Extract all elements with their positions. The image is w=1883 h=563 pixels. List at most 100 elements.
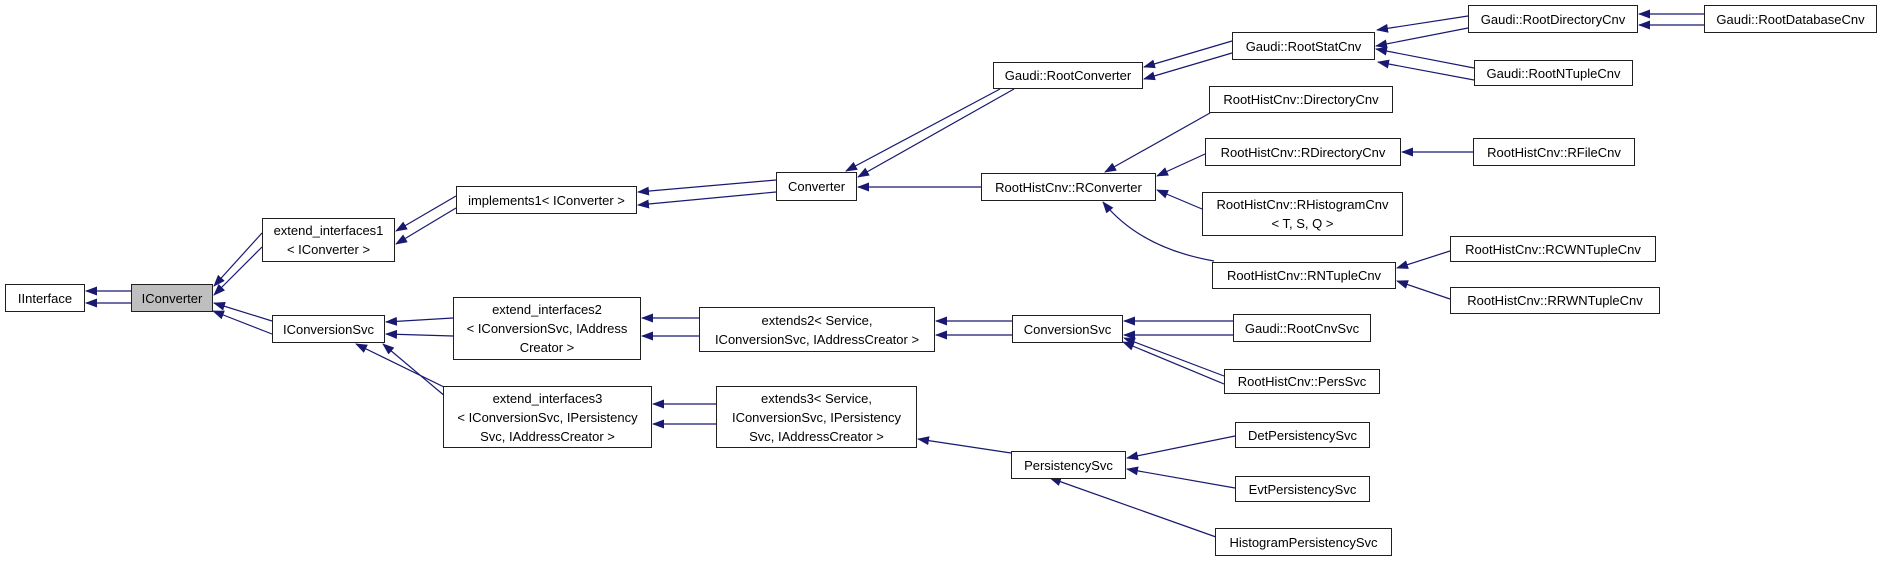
node-extend-interfaces1[interactable]: extend_interfaces1 < IConverter > bbox=[262, 218, 395, 262]
node-detpersistencysvc[interactable]: DetPersistencySvc bbox=[1235, 422, 1370, 448]
edge-roothistcnv-rhistogramcnv-to-roothistcnv-rconverter bbox=[1156, 189, 1203, 210]
node-conversionsvc[interactable]: ConversionSvc bbox=[1012, 315, 1123, 343]
node-evtpersistencysvc-label: EvtPersistencySvc bbox=[1248, 481, 1357, 497]
node-roothistcnv-rcwntuplecnv-label: RootHistCnv::RCWNTupleCnv bbox=[1465, 241, 1641, 257]
node-implements1-label: implements1< IConverter > bbox=[468, 192, 625, 208]
node-roothistcnv-perssvc[interactable]: RootHistCnv::PersSvc bbox=[1224, 369, 1380, 394]
edge-iconversionsvc-to-iconverter bbox=[212, 310, 273, 335]
node-gaudi-rootdirectorycnv[interactable]: Gaudi::RootDirectoryCnv bbox=[1468, 5, 1638, 33]
node-persistencysvc-label: PersistencySvc bbox=[1024, 457, 1113, 473]
node-extend-interfaces2-label: Creator > bbox=[519, 340, 575, 355]
node-gaudi-rootstatcnv-label: Gaudi::RootStatCnv bbox=[1245, 38, 1362, 54]
node-gaudi-rootcnvsvc[interactable]: Gaudi::RootCnvSvc bbox=[1233, 314, 1371, 342]
node-roothistcnv-rntuplecnv[interactable]: RootHistCnv::RNTupleCnv bbox=[1212, 262, 1396, 289]
node-roothistcnv-rrwntuplecnv[interactable]: RootHistCnv::RRWNTupleCnv bbox=[1450, 287, 1660, 314]
node-extends2-label: extends2< Service, bbox=[761, 312, 873, 328]
edge-roothistcnv-perssvc-to-conversionsvc bbox=[1123, 337, 1225, 377]
node-extend-interfaces1-label: < IConverter > bbox=[286, 242, 371, 257]
node-persistencysvc[interactable]: PersistencySvc bbox=[1011, 451, 1126, 479]
node-roothistcnv-rcwntuplecnv[interactable]: RootHistCnv::RCWNTupleCnv bbox=[1450, 236, 1656, 262]
node-roothistcnv-rconverter-label: RootHistCnv::RConverter bbox=[995, 179, 1142, 195]
edge-extend-interfaces1-to-iconverter bbox=[213, 246, 263, 296]
node-gaudi-rootconverter[interactable]: Gaudi::RootConverter bbox=[993, 62, 1143, 89]
node-extend-interfaces1-label: extend_interfaces1 bbox=[273, 223, 384, 238]
node-roothistcnv-rfilecnv[interactable]: RootHistCnv::RFileCnv bbox=[1473, 138, 1635, 166]
node-iconverter-label: IConverter bbox=[141, 290, 203, 306]
edge-implements1-to-extend-interfaces1 bbox=[395, 207, 457, 245]
node-iinterface-label: IInterface bbox=[17, 290, 73, 306]
node-extends3-label: extends3< Service, bbox=[761, 390, 872, 406]
edge-roothistcnv-rcwntuplecnv-to-roothistcnv-rntuplecnv bbox=[1396, 250, 1451, 269]
node-extends3-label: Svc, IAddressCreator > bbox=[749, 428, 884, 444]
node-roothistcnv-rhistogramcnv-label: RootHistCnv::RHistogramCnv bbox=[1216, 197, 1389, 212]
node-implements1[interactable]: implements1< IConverter > bbox=[456, 186, 637, 214]
edge-converter-to-implements1 bbox=[637, 191, 777, 209]
node-gaudi-rootdirectorycnv-label: Gaudi::RootDirectoryCnv bbox=[1480, 11, 1626, 27]
node-gaudi-rootntuplecnv[interactable]: Gaudi::RootNTupleCnv bbox=[1474, 60, 1633, 86]
node-gaudi-rootntuplecnv-label: Gaudi::RootNTupleCnv bbox=[1486, 65, 1621, 81]
node-roothistcnv-rntuplecnv-label: RootHistCnv::RNTupleCnv bbox=[1226, 268, 1382, 283]
edge-roothistcnv-rntuplecnv-to-roothistcnv-rconverter bbox=[1102, 201, 1215, 262]
edge-gaudi-rootdirectorycnv-to-gaudi-rootstatcnv bbox=[1375, 27, 1469, 49]
edge-extend-interfaces2-to-iconversionsvc bbox=[385, 316, 454, 326]
edge-histogrampersistencysvc-to-persistencysvc bbox=[1049, 477, 1217, 538]
node-iinterface[interactable]: IInterface bbox=[5, 284, 85, 312]
node-converter[interactable]: Converter bbox=[776, 172, 857, 201]
edge-extend-interfaces1-to-iconverter bbox=[213, 232, 263, 287]
edge-persistencysvc-to-extends3 bbox=[917, 436, 1012, 454]
node-roothistcnv-rdirectorycnv-label: RootHistCnv::RDirectoryCnv bbox=[1220, 144, 1386, 160]
node-roothistcnv-rfilecnv-label: RootHistCnv::RFileCnv bbox=[1487, 144, 1621, 160]
edge-roothistcnv-perssvc-to-conversionsvc bbox=[1122, 341, 1225, 385]
node-extend-interfaces3[interactable]: extend_interfaces3 < IConversionSvc, IPer… bbox=[443, 386, 652, 448]
node-roothistcnv-rconverter[interactable]: RootHistCnv::RConverter bbox=[981, 173, 1156, 201]
node-extends2-label: IConversionSvc, IAddressCreator > bbox=[714, 331, 920, 347]
node-iconversionsvc-label: IConversionSvc bbox=[282, 321, 375, 337]
node-roothistcnv-rhistogramcnv[interactable]: RootHistCnv::RHistogramCnv< T, S, Q > bbox=[1202, 192, 1403, 236]
node-histogrampersistencysvc[interactable]: HistogramPersistencySvc bbox=[1215, 528, 1392, 556]
edge-roothistcnv-rrwntuplecnv-to-roothistcnv-rntuplecnv bbox=[1396, 280, 1451, 300]
edge-gaudi-rootconverter-to-converter bbox=[857, 88, 1015, 178]
node-histogrampersistencysvc-label: HistogramPersistencySvc bbox=[1229, 534, 1378, 550]
node-extend-interfaces2-label: extend_interfaces2 bbox=[492, 302, 602, 317]
edge-extend-interfaces2-to-iconversionsvc bbox=[385, 329, 454, 339]
node-roothistcnv-rdirectorycnv[interactable]: RootHistCnv::RDirectoryCnv bbox=[1205, 138, 1401, 166]
node-detpersistencysvc-label: DetPersistencySvc bbox=[1247, 427, 1358, 443]
node-extend-interfaces3-label: < IConversionSvc, IPersistency bbox=[457, 409, 638, 425]
edge-evtpersistencysvc-to-persistencysvc bbox=[1126, 466, 1236, 489]
node-extends3[interactable]: extends3< Service, IConversionSvc, IPersi… bbox=[716, 386, 917, 448]
node-iconverter[interactable]: IConverter bbox=[131, 284, 213, 312]
edge-gaudi-rootstatcnv-to-gaudi-rootconverter bbox=[1143, 52, 1233, 81]
node-gaudi-rootstatcnv[interactable]: Gaudi::RootStatCnv bbox=[1232, 32, 1375, 60]
edge-gaudi-rootstatcnv-to-gaudi-rootconverter bbox=[1143, 40, 1233, 69]
node-roothistcnv-rhistogramcnv-label: < T, S, Q > bbox=[1271, 216, 1334, 231]
node-extends2[interactable]: extends2< Service, IConversionSvc, IAddre… bbox=[699, 307, 935, 352]
node-gaudi-rootdatabasecnv-label: Gaudi::RootDatabaseCnv bbox=[1716, 11, 1865, 27]
edge-converter-to-implements1 bbox=[637, 179, 777, 196]
node-extend-interfaces3-label: Svc, IAddressCreator > bbox=[480, 428, 615, 444]
node-extend-interfaces3-label: extend_interfaces3 bbox=[492, 390, 603, 406]
node-evtpersistencysvc[interactable]: EvtPersistencySvc bbox=[1235, 476, 1370, 502]
edge-gaudi-rootntuplecnv-to-gaudi-rootstatcnv bbox=[1377, 59, 1475, 81]
edge-extend-interfaces3-to-iconversionsvc bbox=[355, 343, 447, 389]
node-extends3-label: IConversionSvc, IPersistency bbox=[731, 409, 902, 425]
node-extend-interfaces2-label: < IConversionSvc, IAddress bbox=[466, 321, 628, 336]
edge-gaudi-rootdirectorycnv-to-gaudi-rootstatcnv bbox=[1376, 15, 1469, 33]
edge-detpersistencysvc-to-persistencysvc bbox=[1126, 435, 1236, 461]
node-converter-label: Converter bbox=[787, 179, 846, 194]
node-gaudi-rootconverter-label: Gaudi::RootConverter bbox=[1004, 68, 1132, 83]
edge-implements1-to-extend-interfaces1 bbox=[395, 195, 457, 232]
node-gaudi-rootdatabasecnv[interactable]: Gaudi::RootDatabaseCnv bbox=[1704, 5, 1877, 33]
node-roothistcnv-directorycnv[interactable]: RootHistCnv::DirectoryCnv bbox=[1209, 86, 1393, 113]
node-extend-interfaces2[interactable]: extend_interfaces2 < IConversionSvc, IAdd… bbox=[453, 297, 641, 360]
node-conversionsvc-label: ConversionSvc bbox=[1023, 321, 1112, 337]
node-iconversionsvc[interactable]: IConversionSvc bbox=[272, 315, 385, 343]
node-roothistcnv-directorycnv-label: RootHistCnv::DirectoryCnv bbox=[1223, 92, 1379, 107]
edge-roothistcnv-directorycnv-to-roothistcnv-rconverter bbox=[1104, 112, 1211, 173]
node-roothistcnv-perssvc-label: RootHistCnv::PersSvc bbox=[1237, 374, 1367, 389]
edge-gaudi-rootntuplecnv-to-gaudi-rootstatcnv bbox=[1375, 46, 1475, 69]
edge-gaudi-rootconverter-to-converter bbox=[845, 88, 1001, 172]
edge-iconversionsvc-to-iconverter bbox=[213, 301, 273, 322]
edge-extend-interfaces3-to-iconversionsvc bbox=[382, 343, 447, 398]
